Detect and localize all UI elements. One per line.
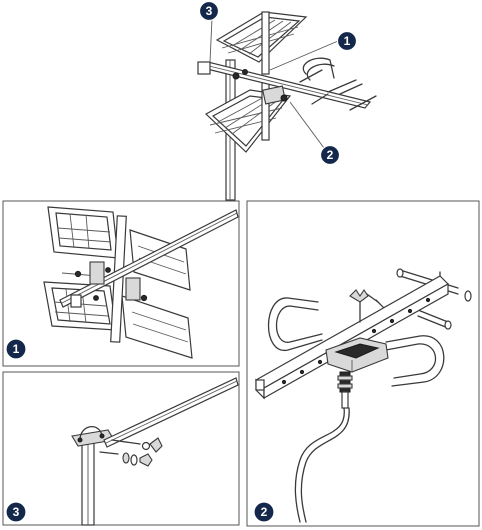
svg-text:2: 2 <box>327 148 334 162</box>
callout-badge-3-top: 3 <box>198 0 220 22</box>
upper-reflector <box>215 11 308 75</box>
svg-text:1: 1 <box>13 342 20 356</box>
panel2-wing-nut <box>349 289 369 323</box>
detail-panel-3: 3 <box>2 371 240 526</box>
panel3-hardware <box>99 437 163 467</box>
lower-reflector <box>204 77 292 153</box>
panel3-mast <box>81 439 95 526</box>
panel2-coax-connector <box>337 371 353 409</box>
callout-badge-3-panel: 3 <box>5 501 27 523</box>
callout-badge-2-panel: 2 <box>253 501 275 523</box>
svg-text:2: 2 <box>261 505 268 519</box>
svg-text:3: 3 <box>13 505 20 519</box>
detail-panel-1: 1 <box>2 200 240 367</box>
svg-text:3: 3 <box>206 4 213 18</box>
callout-badge-1-top: 1 <box>336 30 358 52</box>
panel1-upper-reflector <box>47 206 119 259</box>
callout-badge-2-top: 2 <box>319 144 341 166</box>
panel1-bolts <box>61 261 148 302</box>
antenna-overview: 1 2 3 <box>197 0 377 201</box>
panel3-mast-clamp <box>71 426 115 447</box>
callout-badge-1-panel: 1 <box>5 338 27 360</box>
detail-panel-2: 2 <box>246 200 480 527</box>
svg-text:1: 1 <box>344 34 351 48</box>
director-elements <box>299 57 377 111</box>
panel2-left-loop <box>268 297 323 351</box>
center-bracket <box>232 69 288 105</box>
panel2-balun-housing <box>325 337 389 373</box>
panel2-coax-cable <box>294 407 350 523</box>
panel3-boom <box>103 377 239 448</box>
panel2-right-loop <box>385 335 445 387</box>
